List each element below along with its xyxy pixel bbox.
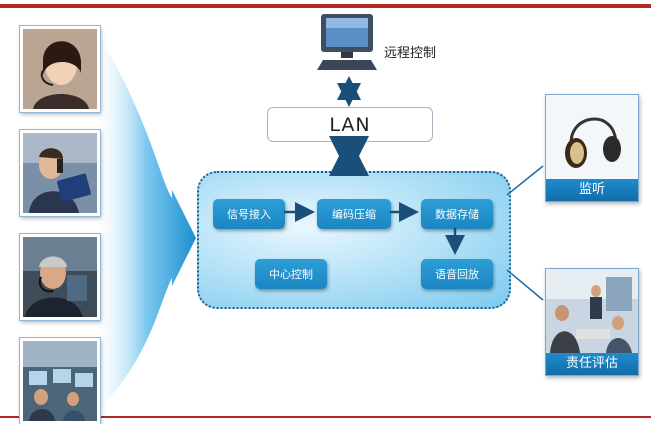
monitor-caption: 监听 bbox=[546, 179, 638, 201]
node-data-storage-label: 数据存储 bbox=[435, 208, 479, 221]
node-voice-playback: 语音回放 bbox=[421, 259, 493, 289]
node-encode-compress: 编码压缩 bbox=[317, 199, 391, 229]
evaluation-caption: 责任评估 bbox=[546, 353, 638, 375]
photo-control-room bbox=[20, 338, 100, 424]
photo-businessman-phone bbox=[20, 130, 100, 216]
remote-control-label: 远程控制 bbox=[384, 46, 437, 61]
line-core-monitor bbox=[506, 165, 544, 196]
headphones-icon bbox=[546, 95, 638, 179]
node-central-control: 中心控制 bbox=[255, 259, 327, 289]
computer-icon bbox=[317, 14, 377, 70]
line-core-evaluation bbox=[506, 269, 544, 301]
monitor-card: 监听 bbox=[545, 94, 639, 202]
evaluation-card: 责任评估 bbox=[545, 268, 639, 376]
meeting-photo bbox=[546, 269, 638, 353]
photo-man-headset bbox=[20, 234, 100, 320]
node-signal-input-label: 信号接入 bbox=[227, 208, 271, 221]
node-voice-playback-label: 语音回放 bbox=[435, 268, 479, 281]
node-encode-compress-label: 编码压缩 bbox=[332, 208, 376, 221]
node-signal-input: 信号接入 bbox=[213, 199, 285, 229]
node-data-storage: 数据存储 bbox=[421, 199, 493, 229]
photo-operator-headset bbox=[20, 26, 100, 112]
node-central-control-label: 中心控制 bbox=[269, 268, 313, 281]
bottom-border-line bbox=[0, 416, 651, 418]
lan-label: LAN bbox=[329, 113, 371, 136]
top-border-line bbox=[0, 4, 651, 8]
